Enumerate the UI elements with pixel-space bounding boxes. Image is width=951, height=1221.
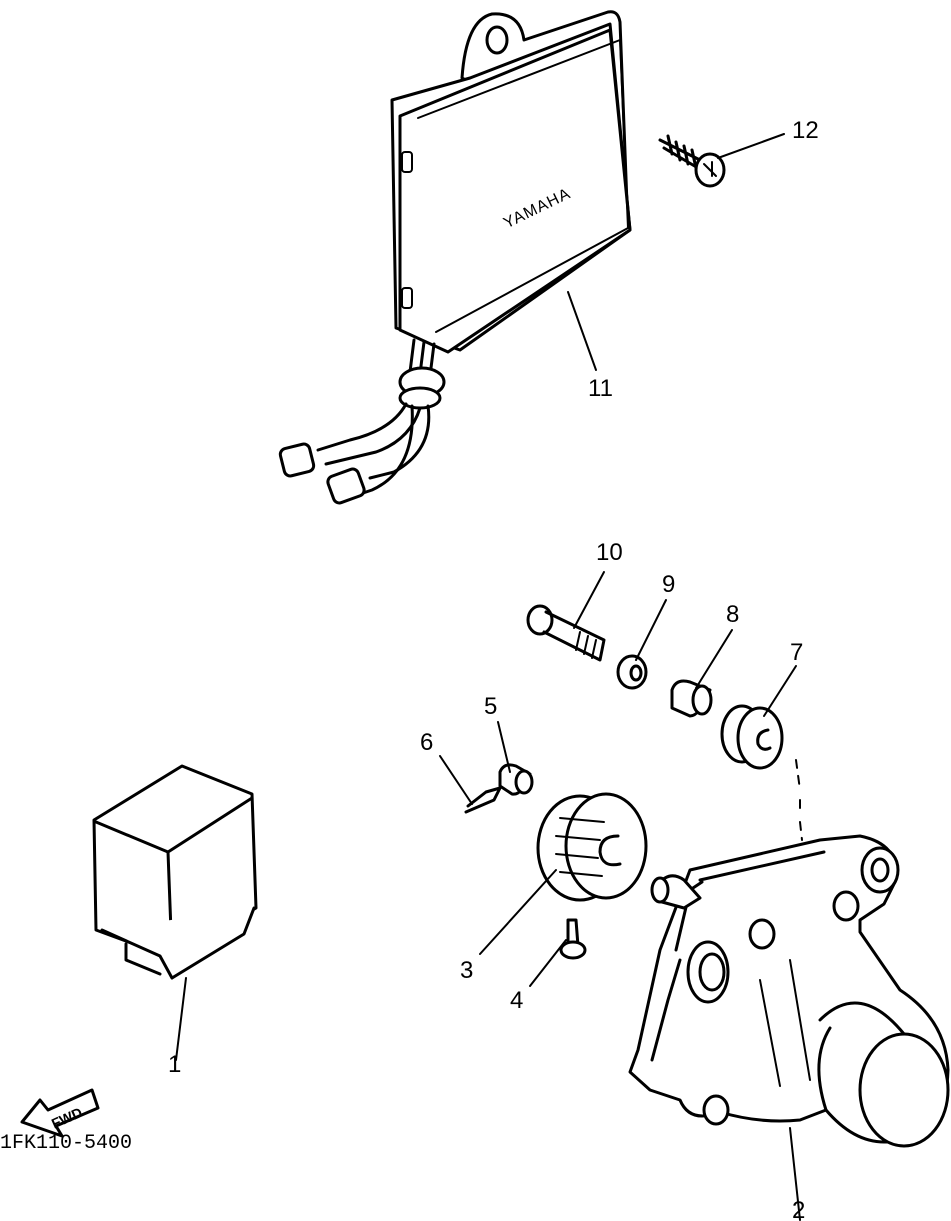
callout-3: 3 <box>460 957 473 984</box>
collar-part-8 <box>670 679 713 718</box>
control-unit-part-11: YAMAHA <box>278 10 632 505</box>
housing-part-2 <box>628 834 950 1148</box>
washer-part-9 <box>616 654 648 690</box>
callout-10: 10 <box>596 539 623 566</box>
callout-9: 9 <box>662 571 675 598</box>
callout-6: 6 <box>420 729 433 756</box>
collar-part-5 <box>498 763 534 796</box>
callout-5: 5 <box>484 693 497 720</box>
rotor-part-3 <box>536 792 648 902</box>
callout-1: 1 <box>168 1051 181 1078</box>
callout-12: 12 <box>792 117 819 144</box>
screw-part-4 <box>559 918 587 960</box>
callout-numbers: 12 11 10 9 8 7 5 6 3 4 1 2 <box>168 117 819 1221</box>
screw-part-12 <box>658 134 726 188</box>
assembly-line <box>795 759 803 841</box>
relay-part-1 <box>92 764 258 980</box>
grommet-part-7 <box>720 704 784 770</box>
callout-2: 2 <box>792 1197 805 1221</box>
pin-part-6 <box>464 786 502 814</box>
diagram-code: 1FK110-5400 <box>0 1132 132 1155</box>
leader-lines <box>175 133 801 1221</box>
callout-8: 8 <box>726 601 739 628</box>
callout-11: 11 <box>588 375 613 402</box>
bolt-part-10 <box>526 604 606 662</box>
forward-direction-arrow: FWD <box>20 1088 100 1138</box>
callout-7: 7 <box>790 639 803 666</box>
callout-4: 4 <box>510 987 523 1014</box>
